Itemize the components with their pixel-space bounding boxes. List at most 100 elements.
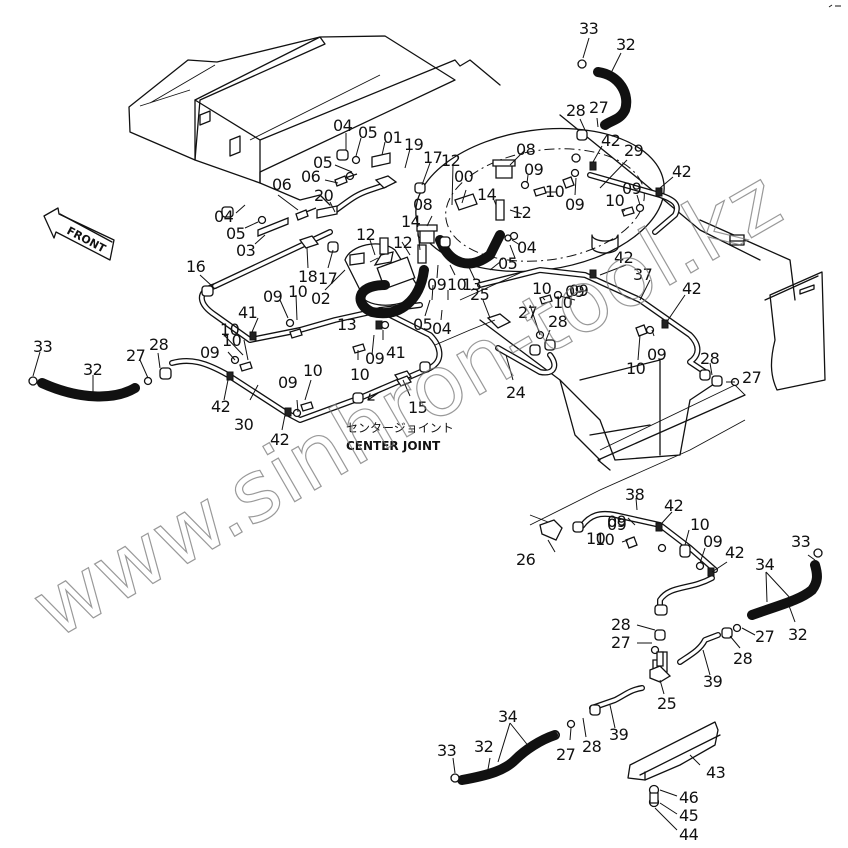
callout-18: 18 [298, 267, 318, 286]
callout-09: 09 [565, 195, 585, 214]
callout-09: 09 [427, 275, 447, 294]
callout-32: 32 [83, 360, 102, 379]
callout-10: 10 [595, 530, 615, 549]
callout-42: 42 [664, 496, 683, 515]
callout-05: 05 [313, 153, 332, 172]
callout-44: 44 [679, 825, 699, 844]
callout-08: 08 [516, 140, 536, 159]
callout-39: 39 [703, 672, 723, 691]
front-arrow-icon: FRONT [43, 207, 115, 261]
callout-08: 08 [413, 195, 433, 214]
callout-leaders [32, 37, 816, 831]
callout-15: 15 [408, 398, 427, 417]
side-plate [764, 271, 826, 391]
callout-28: 28 [548, 312, 568, 331]
callout-34: 34 [498, 707, 518, 726]
callout-12: 12 [441, 151, 460, 170]
callout-28: 28 [733, 649, 753, 668]
callout-04: 04 [214, 207, 234, 226]
callout-10: 10 [303, 361, 323, 380]
callout-28: 28 [611, 615, 631, 634]
support-bracket [627, 721, 721, 781]
callout-32: 32 [788, 625, 807, 644]
callout-10: 10 [553, 293, 573, 312]
callout-05: 05 [498, 254, 517, 273]
callout-27: 27 [742, 368, 761, 387]
callout-10: 10 [545, 182, 565, 201]
callout-04: 04 [333, 116, 353, 135]
callout-labels: 33 32 28 27 42 29 42 04 05 01 19 17 12 0… [33, 19, 811, 844]
callout-10: 10 [220, 320, 240, 339]
callout-10: 10 [626, 359, 646, 378]
callout-12: 12 [356, 225, 375, 244]
callout-09: 09 [524, 160, 544, 179]
callout-09: 09 [607, 515, 627, 534]
callout-13: 13 [337, 315, 356, 334]
callout-01: 01 [383, 128, 402, 147]
track-frame-body [128, 35, 796, 301]
corner-mark [828, 4, 841, 8]
callout-09: 09 [607, 512, 627, 531]
caption-japanese: センタージョイント [346, 421, 454, 435]
callout-10: 10 [447, 275, 467, 294]
callout-27: 27 [126, 346, 145, 365]
callout-04: 04 [517, 238, 537, 257]
callout-00: 00 [454, 167, 474, 186]
callout-33: 33 [33, 337, 52, 356]
callout-42: 42 [270, 430, 289, 449]
callout-33: 33 [791, 532, 810, 551]
callout-10: 10 [690, 515, 710, 534]
callout-46: 46 [679, 788, 699, 807]
callout-42: 42 [725, 543, 744, 562]
callout-09: 09 [622, 179, 642, 198]
callout-41: 41 [386, 343, 405, 362]
callout-05: 05 [226, 224, 245, 243]
callout-04: 04 [432, 319, 452, 338]
callout-42: 42 [601, 131, 620, 150]
callout-12: 12 [393, 233, 412, 252]
callout-09: 09 [200, 343, 220, 362]
reference-lines [434, 272, 746, 526]
direction-arrow-icon [367, 392, 379, 401]
callout-27: 27 [518, 303, 537, 322]
callout-26: 26 [516, 550, 536, 569]
callout-32: 32 [474, 737, 493, 756]
callout-42: 42 [682, 279, 701, 298]
callout-16: 16 [186, 257, 206, 276]
callout-28: 28 [700, 349, 720, 368]
callout-20: 20 [314, 186, 334, 205]
callout-28: 28 [149, 335, 169, 354]
callout-02: 02 [311, 289, 330, 308]
callout-25: 25 [657, 694, 676, 713]
callout-09: 09 [278, 373, 298, 392]
callout-12: 12 [512, 203, 531, 222]
callout-42: 42 [211, 397, 230, 416]
callout-32: 32 [616, 35, 635, 54]
callout-10: 10 [586, 529, 606, 548]
callout-28: 28 [582, 737, 602, 756]
callout-27: 27 [589, 98, 608, 117]
callout-28: 28 [566, 101, 586, 120]
callout-42: 42 [672, 162, 691, 181]
callout-38: 38 [625, 485, 645, 504]
callout-09: 09 [565, 282, 585, 301]
callout-19: 19 [404, 135, 424, 154]
callout-41: 41 [238, 303, 257, 322]
callout-09: 09 [647, 345, 667, 364]
callout-05: 05 [413, 315, 432, 334]
callout-27: 27 [755, 627, 774, 646]
callout-09: 09 [569, 281, 589, 300]
callout-10: 10 [222, 331, 242, 350]
callout-10: 10 [532, 279, 552, 298]
callout-33: 33 [437, 741, 456, 760]
callout-13: 13 [462, 275, 481, 294]
callout-10: 10 [288, 282, 308, 301]
callout-27: 27 [556, 745, 575, 764]
callout-09: 09 [263, 287, 283, 306]
callout-09: 09 [365, 349, 385, 368]
callout-45: 45 [679, 806, 698, 825]
callout-10: 10 [605, 191, 625, 210]
callout-27: 27 [611, 633, 630, 652]
callout-06: 06 [301, 167, 321, 186]
callout-14: 14 [477, 185, 497, 204]
